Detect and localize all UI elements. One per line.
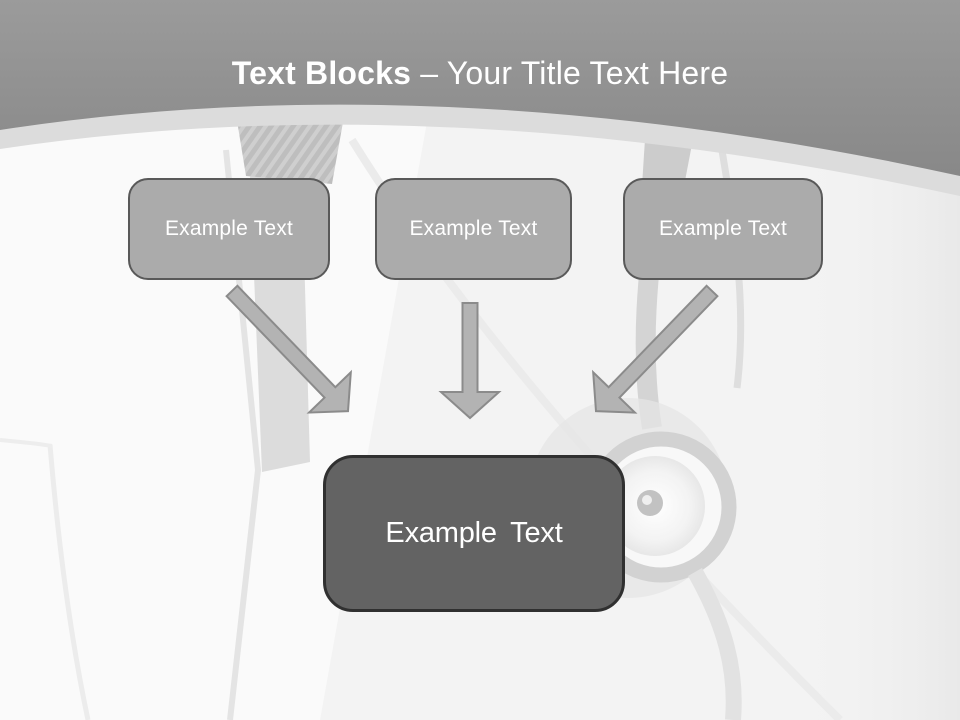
text-block-center-result: Example Text	[323, 455, 625, 612]
header-dark-band	[0, 0, 960, 176]
slide-title: Text Blocks – Your Title Text Here	[0, 54, 960, 92]
arrow-left-to-center-icon	[225, 284, 352, 414]
arrow-middle-down-icon	[438, 302, 502, 420]
stethoscope-knob-highlight	[642, 495, 652, 505]
arrow-right-to-center-icon	[592, 284, 719, 414]
coat-pocket-fold	[47, 444, 91, 720]
header-curved-band	[0, 0, 960, 196]
stethoscope-tube-bottom	[688, 568, 742, 720]
slide-title-bold: Text Blocks	[231, 55, 412, 91]
text-block-center-label: Example Text	[385, 517, 563, 549]
text-block-2-label: Example Text	[409, 217, 538, 240]
slide-title-regular: – Your Title Text Here	[420, 55, 729, 91]
text-block-3-label: Example Text	[658, 217, 788, 240]
text-block-3: Example Text	[623, 178, 823, 280]
coat-pocket-seam	[0, 438, 53, 448]
text-block-1: Example Text	[128, 178, 330, 280]
text-block-1-label: Example Text	[164, 217, 294, 240]
text-block-2: Example Text	[375, 178, 572, 280]
